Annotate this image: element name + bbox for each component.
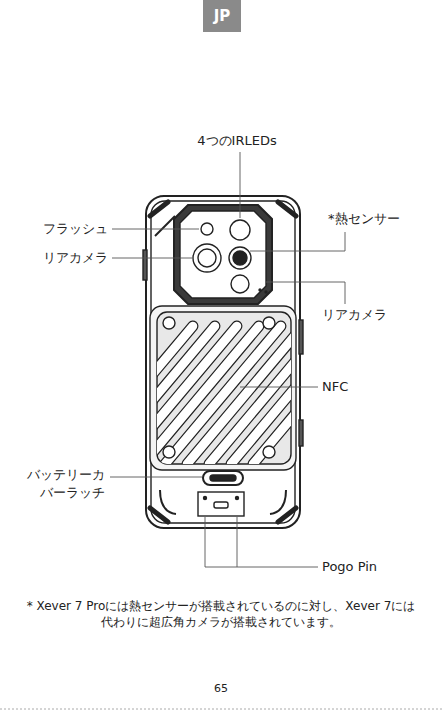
part-label: 4つのIRLEDs: [197, 132, 276, 150]
tab-text: JP: [214, 7, 231, 25]
part-label: リアカメラ: [43, 249, 108, 267]
part-label: NFC: [322, 378, 348, 396]
part-label: バッテリーカ バーラッチ: [21, 466, 105, 501]
footnote: * Xever 7 Proには熱センサーが搭載されているのに対し、Xever 7…: [21, 598, 421, 630]
part-label: *熱センサー: [328, 210, 400, 228]
page-number: 65: [214, 682, 228, 697]
language-tab: JP: [203, 0, 241, 32]
part-label: Pogo Pin: [322, 558, 377, 576]
part-label: リアカメラ: [322, 306, 387, 324]
part-label: フラッシュ: [43, 220, 108, 238]
